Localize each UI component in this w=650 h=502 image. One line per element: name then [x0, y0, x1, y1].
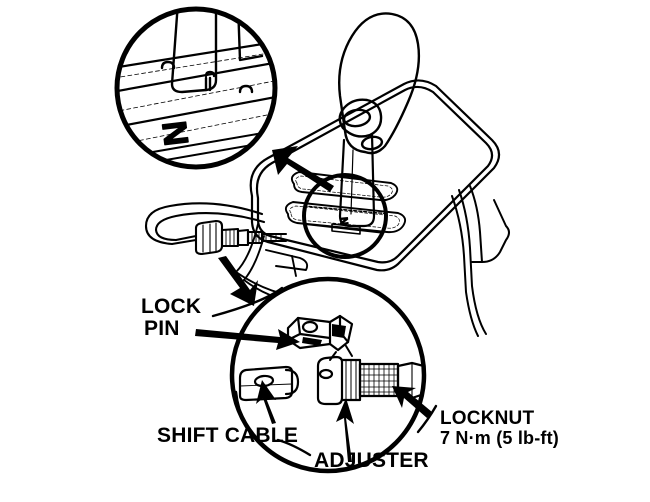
- label-adjuster: ADJUSTER: [314, 449, 429, 472]
- leader-lock-pin: [195, 329, 300, 350]
- upper-detail-content: [117, 9, 275, 167]
- leader-shift-cable-arrow: [256, 380, 276, 424]
- label-locknut-torque: 7 N·m (5 lb-ft): [440, 427, 559, 448]
- shift-gate-plate: [284, 171, 407, 234]
- shift-lever-knob: [338, 12, 421, 155]
- label-lock-pin-line1: LOCK: [141, 295, 202, 318]
- lock-pin-part: [286, 314, 354, 357]
- leader-lock-pin-main: [211, 286, 284, 318]
- adjuster-main: [194, 219, 240, 256]
- svg-text:N: N: [339, 216, 352, 225]
- label-lock-pin-line2: PIN: [144, 316, 180, 340]
- gate-detent-pins: [160, 60, 254, 94]
- neutral-mark-N: N: [155, 118, 197, 148]
- detail-leader-arrow-upper: [272, 146, 334, 192]
- shift-cable-part: [238, 365, 300, 402]
- gate-callout-content: N: [304, 205, 386, 235]
- gate-callout-circle: [302, 173, 388, 259]
- leader-shift-cable: [234, 390, 248, 428]
- leader-locknut: [416, 404, 438, 434]
- mounting-bracket: [451, 185, 510, 337]
- leader-locknut-arrow: [392, 386, 432, 418]
- upper-detail-circle: [114, 6, 278, 170]
- label-shift-cable: SHIFT CABLE: [157, 424, 299, 447]
- locknut-main: [236, 228, 288, 247]
- label-lock-pin: LOCK PIN: [141, 296, 201, 340]
- label-locknut: LOCKNUT 7 N·m (5 lb-ft): [440, 409, 559, 447]
- shift-cable-main: [144, 202, 266, 246]
- svg-text:N: N: [156, 119, 197, 148]
- leader-lock-pin-main-arrow: [218, 256, 258, 306]
- leader-adjuster-arrow: [336, 398, 354, 462]
- label-locknut-line1: LOCKNUT: [440, 408, 535, 429]
- leader-adjuster: [276, 438, 312, 457]
- lower-detail-circle: [229, 276, 427, 474]
- lower-detail-content: [232, 279, 424, 471]
